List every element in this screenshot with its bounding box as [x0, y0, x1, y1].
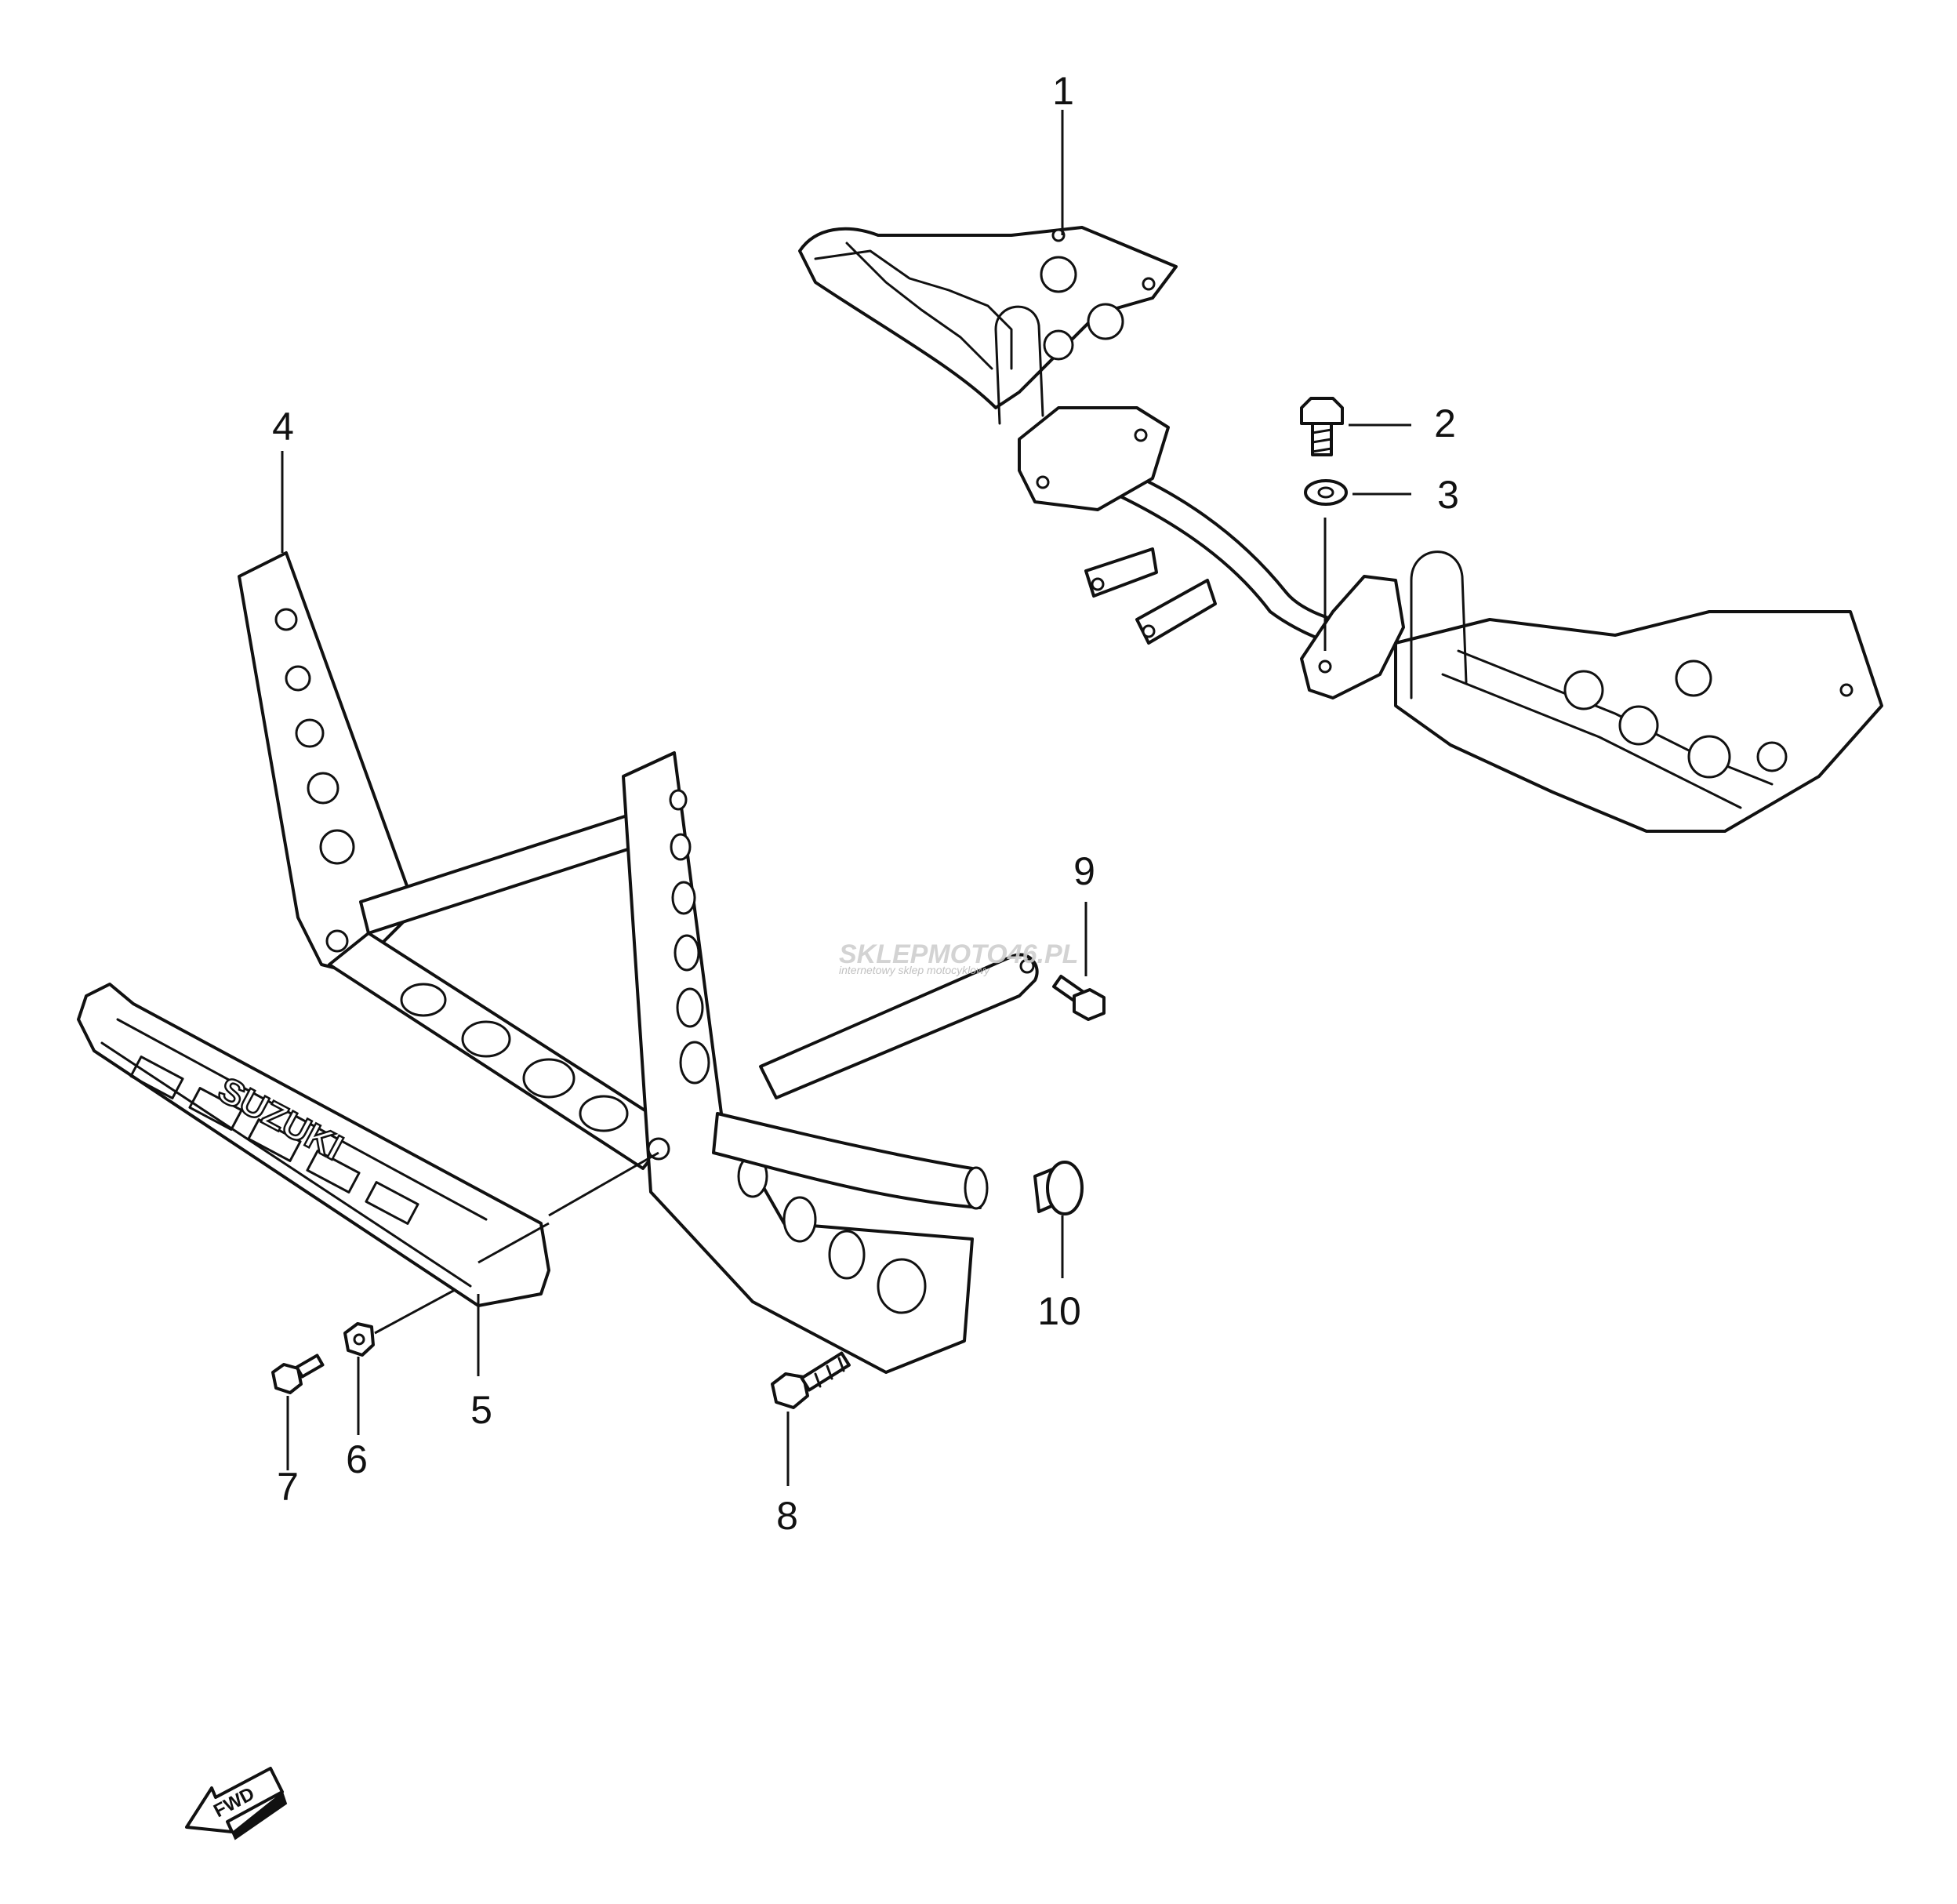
washer-part-3	[1304, 479, 1411, 651]
watermark: SKLEPMOTO46.PL internetowy sklep motocyk…	[839, 939, 1078, 976]
bolt-part-9	[1052, 902, 1106, 1021]
callout-6: 6	[346, 1437, 368, 1481]
callout-2: 2	[1434, 402, 1456, 445]
bumper-frame-part-4	[238, 451, 1039, 1374]
callout-8: 8	[776, 1494, 798, 1538]
bolt-part-8	[771, 1351, 851, 1486]
footrest-assembly-part-1	[798, 110, 1883, 833]
guard-plate-part-5: SUZUKI	[77, 983, 659, 1376]
watermark-text: SKLEPMOTO46.PL	[839, 939, 1078, 969]
fwd-arrow-icon: FWD	[185, 1767, 288, 1840]
nut-part-6	[343, 1288, 456, 1435]
callout-3: 3	[1437, 473, 1459, 517]
callout-1: 1	[1052, 69, 1074, 113]
callout-7: 7	[277, 1465, 299, 1509]
bolt-part-7	[271, 1354, 325, 1470]
callout-9: 9	[1073, 849, 1095, 893]
bolt-part-2	[1300, 397, 1411, 456]
watermark-subtext: internetowy sklep motocyklowy	[839, 964, 990, 976]
clip-part-10	[1033, 1161, 1084, 1278]
callout-5: 5	[470, 1388, 492, 1432]
callout-4: 4	[272, 405, 294, 449]
callout-10: 10	[1037, 1289, 1081, 1333]
